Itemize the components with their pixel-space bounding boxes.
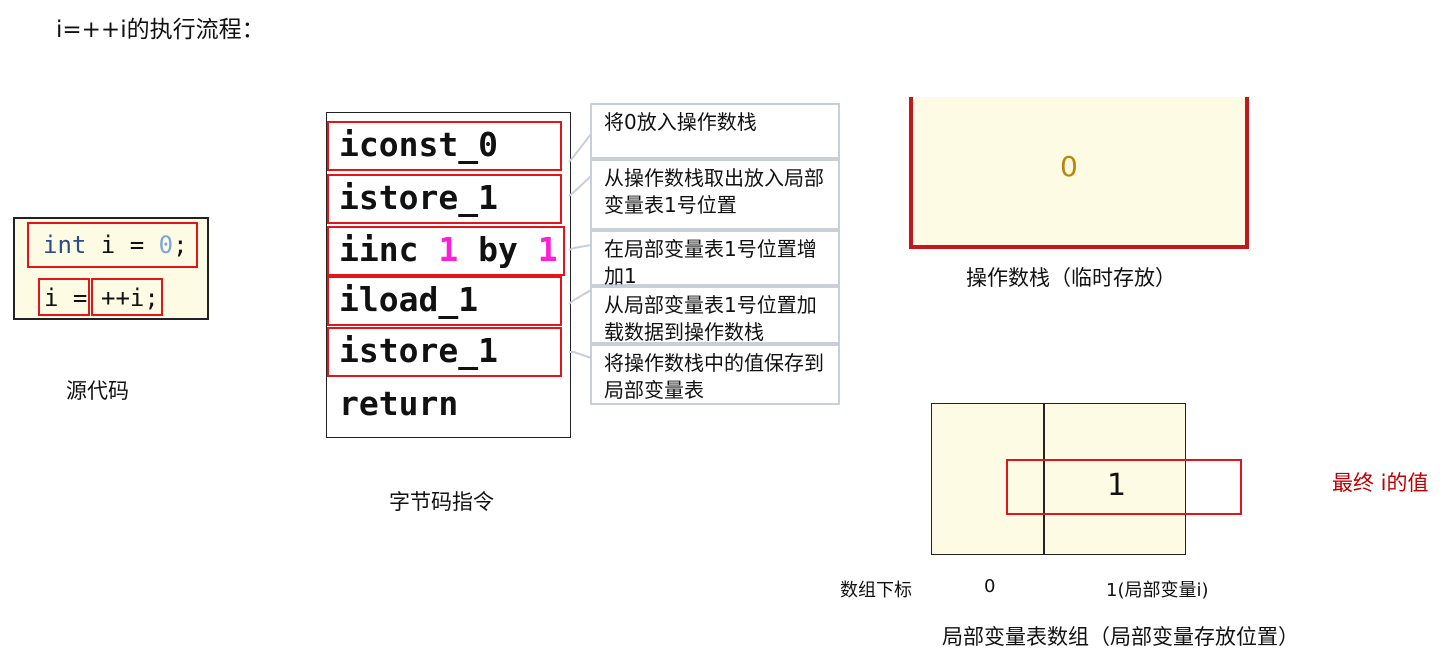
explanation-box: 将操作数栈中的值保存到局部变量表	[590, 344, 840, 405]
bytecode-row: iload_1	[327, 276, 562, 326]
stack-value: 0	[1060, 150, 1078, 183]
array-slot-value: 1	[1107, 468, 1127, 503]
page-title: i=++i的执行流程：	[56, 17, 265, 43]
explanation-box: 从局部变量表1号位置加载数据到操作数栈	[590, 286, 840, 344]
keyword-int: int	[43, 231, 87, 259]
source-line-1: int i = 0;	[27, 222, 198, 268]
iinc-arg2: 1	[537, 230, 558, 269]
bytecode-row: istore_1	[327, 327, 562, 377]
bytecode-row: iconst_0	[327, 121, 562, 171]
source-caption: 源代码	[66, 379, 129, 403]
explanation-box: 在局部变量表1号位置增加1	[590, 230, 840, 288]
source-code-box	[13, 217, 209, 320]
bytecode-iinc: iinc	[339, 230, 419, 269]
source-line-2-lhs: i =	[38, 278, 90, 316]
explanation-box: 从操作数栈取出放入局部变量表1号位置	[590, 159, 840, 230]
bytecode-row: iinc 1 by 1	[327, 226, 565, 276]
source-line-1-mid: i =	[86, 231, 159, 259]
bytecode-row: return	[339, 384, 459, 423]
locals-caption: 局部变量表数组（局部变量存放位置）	[942, 625, 1299, 649]
operand-stack	[909, 97, 1249, 249]
final-value-note: 最终 i的值	[1332, 471, 1429, 495]
array-divider	[1043, 403, 1045, 555]
iinc-by: by	[478, 230, 518, 269]
source-line-2-rhs: ++i;	[91, 278, 163, 316]
stack-caption: 操作数栈（临时存放）	[966, 266, 1176, 290]
local-variable-array	[931, 403, 1186, 555]
index-label: 数组下标	[840, 580, 912, 601]
bytecode-row: istore_1	[327, 174, 562, 224]
array-slot-highlight	[1006, 459, 1242, 515]
index-1: 1(局部变量i)	[1106, 580, 1209, 601]
connector-lines	[568, 133, 592, 359]
source-line-1-end: ;	[173, 231, 188, 259]
source-line-1-num: 0	[158, 231, 174, 259]
bytecode-caption: 字节码指令	[389, 490, 494, 514]
explanation-box: 将0放入操作数栈	[590, 103, 840, 159]
iinc-arg1: 1	[438, 230, 459, 269]
index-0: 0	[984, 576, 996, 597]
